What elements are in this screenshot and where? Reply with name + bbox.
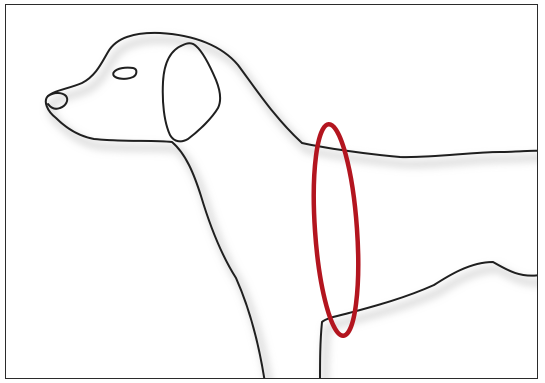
dog-shadow [47,36,537,378]
dog-nose [47,92,69,110]
dog-ear [161,42,222,143]
dog-outline [44,31,537,378]
diagram-frame [5,4,538,379]
chest-girth-measure-ring [311,121,361,339]
dog-eye [112,66,138,80]
